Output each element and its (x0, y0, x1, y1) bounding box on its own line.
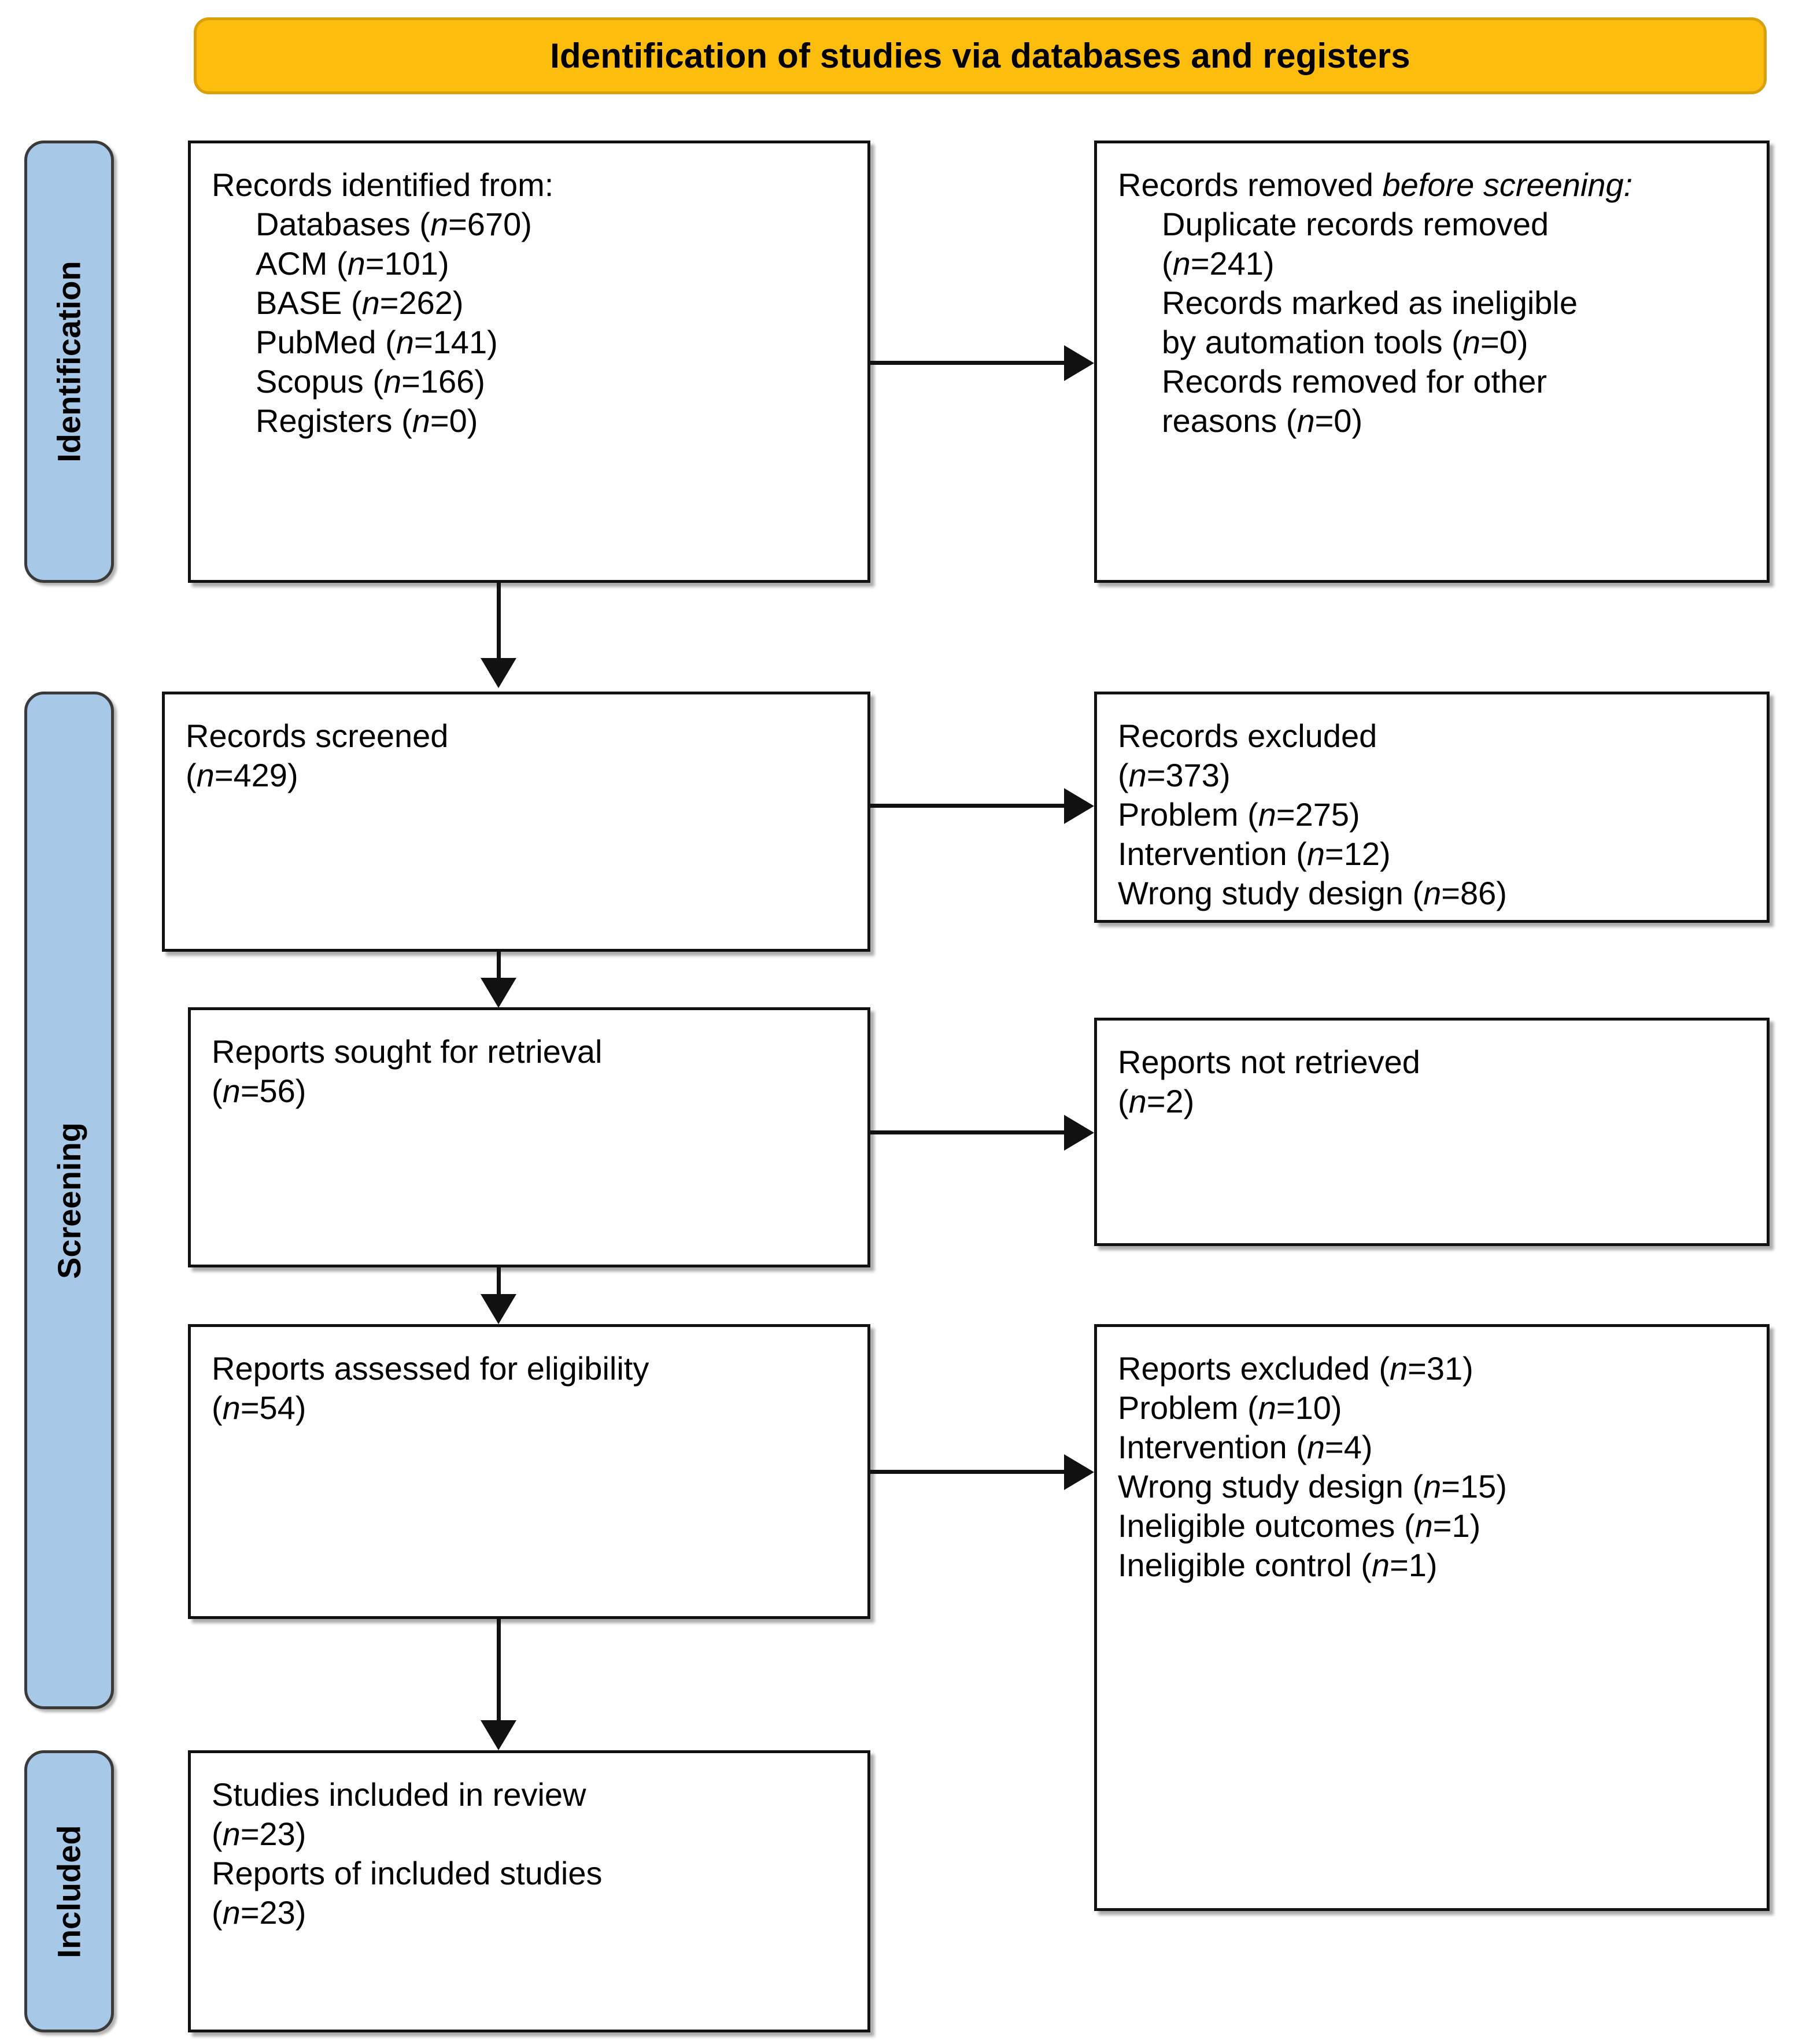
records-identified-acm: ACM (n=101) (256, 245, 449, 282)
studies-included-count: (n=23) (212, 1816, 306, 1853)
box-records-screened: Records screened (n=429) (162, 692, 870, 952)
records-identified-heading: Records identified from: (212, 167, 554, 203)
reports-excluded-problem: Problem (n=10) (1118, 1389, 1342, 1426)
box-studies-included-in-review: Studies included in review (n=23) Report… (188, 1750, 870, 2032)
connector-sought-to-not-retrieved (870, 1130, 1064, 1134)
records-identified-pubmed: PubMed (n=141) (256, 324, 498, 361)
connector-identified-to-removed (870, 361, 1064, 365)
arrowhead-identified-to-screened (481, 658, 516, 688)
arrowhead-identified-to-removed (1064, 345, 1094, 381)
connector-screened-to-sought (497, 952, 501, 978)
records-identified-databases: Databases (n=670) (256, 206, 532, 243)
stage-label-identification: Identification (24, 141, 114, 583)
records-excluded-count: (n=373) (1118, 757, 1231, 794)
reports-excluded-wrong-study-design: Wrong study design (n=15) (1118, 1468, 1507, 1505)
records-removed-duplicates: Duplicate records removed (1162, 206, 1549, 243)
records-removed-other-line1: Records removed for other (1162, 363, 1547, 400)
box-reports-not-retrieved: Reports not retrieved (n=2) (1094, 1018, 1770, 1246)
stage-label-included-text: Included (51, 1824, 88, 1958)
records-removed-other-line2: reasons (n=0) (1162, 402, 1363, 439)
box-reports-sought-for-retrieval: Reports sought for retrieval (n=56) (188, 1007, 870, 1267)
records-removed-ineligible-line1: Records marked as ineligible (1162, 284, 1578, 321)
arrowhead-assessed-to-reports-excluded (1064, 1454, 1094, 1490)
records-screened-count: (n=429) (186, 757, 298, 794)
reports-sought-label: Reports sought for retrieval (212, 1033, 603, 1070)
records-identified-registers: Registers (n=0) (256, 402, 478, 439)
stage-label-identification-text: Identification (51, 261, 88, 463)
box-records-removed-before-screening: Records removed before screening: Duplic… (1094, 141, 1770, 583)
reports-not-retrieved-label: Reports not retrieved (1118, 1044, 1420, 1080)
arrowhead-sought-to-not-retrieved (1064, 1115, 1094, 1151)
connector-assessed-to-included (497, 1619, 501, 1720)
records-excluded-label: Records excluded (1118, 718, 1377, 754)
records-excluded-intervention: Intervention (n=12) (1118, 836, 1391, 873)
reports-excluded-intervention: Intervention (n=4) (1118, 1429, 1373, 1466)
records-removed-ineligible-line2: by automation tools (n=0) (1162, 324, 1528, 361)
connector-screened-to-records-excluded (870, 804, 1064, 808)
records-screened-label: Records screened (186, 718, 449, 754)
reports-excluded-label: Reports excluded (n=31) (1118, 1350, 1473, 1387)
arrowhead-sought-to-assessed (481, 1294, 516, 1324)
connector-identified-to-screened (497, 583, 501, 658)
reports-sought-count: (n=56) (212, 1073, 306, 1110)
reports-assessed-label: Reports assessed for eligibility (212, 1350, 649, 1387)
records-removed-heading: Records removed before screening: (1118, 167, 1633, 203)
reports-assessed-count: (n=54) (212, 1389, 306, 1426)
box-records-excluded: Records excluded (n=373) Problem (n=275)… (1094, 692, 1770, 923)
records-identified-scopus: Scopus (n=166) (256, 363, 485, 400)
reports-not-retrieved-count: (n=2) (1118, 1083, 1195, 1120)
connector-sought-to-assessed (497, 1267, 501, 1294)
records-removed-duplicates-count: (n=241) (1162, 245, 1275, 282)
reports-excluded-ineligible-control: Ineligible control (n=1) (1118, 1547, 1438, 1584)
box-reports-assessed-for-eligibility: Reports assessed for eligibility (n=54) (188, 1324, 870, 1619)
box-reports-excluded: Reports excluded (n=31) Problem (n=10) I… (1094, 1324, 1770, 1911)
banner-title: Identification of studies via databases … (550, 36, 1410, 75)
reports-included-count: (n=23) (212, 1894, 306, 1931)
stage-label-screening-text: Screening (51, 1122, 88, 1279)
box-records-identified: Records identified from: Databases (n=67… (188, 141, 870, 583)
diagram-banner: Identification of studies via databases … (194, 17, 1767, 94)
connector-assessed-to-reports-excluded (870, 1470, 1064, 1474)
stage-label-screening: Screening (24, 692, 114, 1709)
arrowhead-assessed-to-included (481, 1720, 516, 1750)
reports-excluded-ineligible-outcomes: Ineligible outcomes (n=1) (1118, 1507, 1481, 1544)
records-excluded-wrong-study-design: Wrong study design (n=86) (1118, 875, 1507, 912)
arrowhead-screened-to-records-excluded (1064, 788, 1094, 824)
reports-included-label: Reports of included studies (212, 1855, 603, 1892)
records-excluded-problem: Problem (n=275) (1118, 796, 1360, 833)
stage-label-included: Included (24, 1750, 114, 2032)
studies-included-label: Studies included in review (212, 1776, 586, 1813)
records-identified-base: BASE (n=262) (256, 284, 464, 321)
arrowhead-screened-to-sought (481, 978, 516, 1008)
